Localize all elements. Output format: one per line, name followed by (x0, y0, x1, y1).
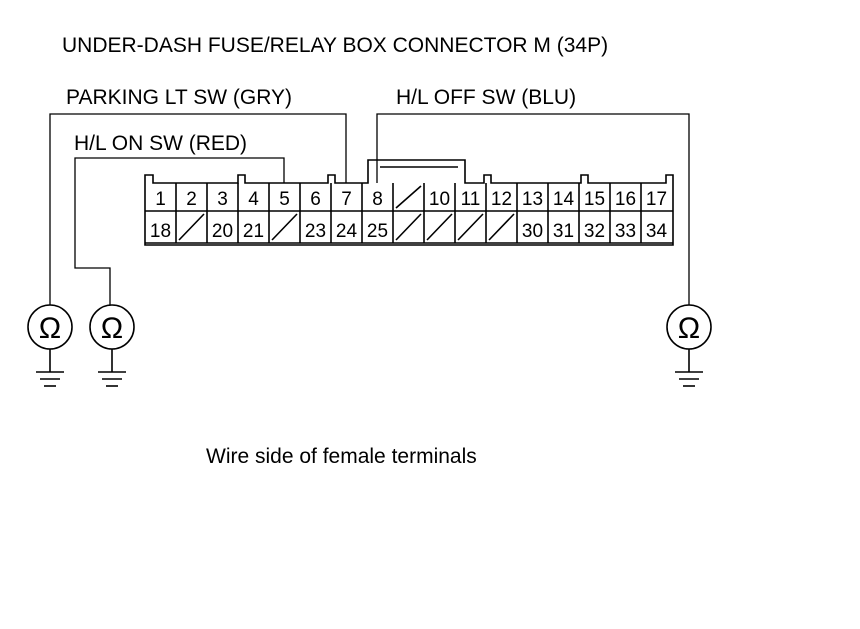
connector-bottom-row: 18 20 21 23 24 25 30 31 32 33 34 (150, 213, 668, 242)
hl-off-sw-ohmmeter: Ω (666, 304, 712, 387)
unused-cavity (426, 213, 453, 241)
terminal-14: 14 (553, 189, 575, 210)
diagram-title: UNDER-DASH FUSE/RELAY BOX CONNECTOR M (3… (62, 34, 608, 57)
ohm-symbol: Ω (101, 312, 123, 345)
hl-on-sw-ohmmeter: Ω (89, 304, 135, 387)
terminal-2: 2 (186, 189, 197, 210)
terminal-21: 21 (243, 221, 264, 242)
hl-off-sw-wire (376, 113, 690, 305)
ohm-symbol: Ω (39, 312, 61, 345)
terminal-11: 11 (461, 189, 481, 210)
unused-cavity (457, 213, 484, 241)
terminal-23: 23 (305, 221, 326, 242)
terminal-31: 31 (553, 221, 574, 242)
terminal-3: 3 (217, 189, 228, 210)
terminal-34: 34 (646, 221, 668, 242)
connector-cell-dividers (175, 183, 642, 243)
parking-lt-sw-wire (49, 113, 347, 305)
terminal-1: 1 (155, 189, 166, 210)
terminal-18: 18 (150, 221, 171, 242)
terminal-8: 8 (372, 189, 383, 210)
hl-on-sw-wire (74, 157, 285, 305)
parking-lt-sw-ohmmeter: Ω (27, 304, 73, 387)
terminal-25: 25 (367, 221, 388, 242)
terminal-17: 17 (646, 189, 667, 210)
terminal-4: 4 (248, 189, 259, 210)
ground-icon (36, 349, 64, 387)
unused-cavity (395, 185, 422, 209)
terminal-32: 32 (584, 221, 605, 242)
terminal-6: 6 (310, 189, 321, 210)
hl-on-sw-label: H/L ON SW (RED) (74, 132, 247, 155)
terminal-16: 16 (615, 189, 636, 210)
connector-shell (144, 159, 674, 246)
terminal-30: 30 (522, 221, 543, 242)
terminal-33: 33 (615, 221, 636, 242)
terminal-15: 15 (584, 189, 605, 210)
terminal-20: 20 (212, 221, 233, 242)
terminal-7: 7 (341, 189, 352, 210)
unused-cavity (271, 213, 298, 241)
ground-icon (98, 349, 126, 387)
unused-cavity (395, 213, 422, 241)
terminal-24: 24 (336, 221, 358, 242)
terminal-13: 13 (522, 189, 543, 210)
unused-cavity (488, 213, 515, 241)
unused-cavity (178, 213, 205, 241)
hl-off-sw-label: H/L OFF SW (BLU) (396, 86, 576, 109)
terminal-12: 12 (491, 189, 512, 210)
ground-icon (675, 349, 703, 387)
ohm-symbol: Ω (678, 312, 700, 345)
terminal-10: 10 (429, 189, 450, 210)
caption: Wire side of female terminals (206, 445, 477, 468)
terminal-5: 5 (279, 189, 290, 210)
parking-lt-sw-label: PARKING LT SW (GRY) (66, 86, 292, 109)
